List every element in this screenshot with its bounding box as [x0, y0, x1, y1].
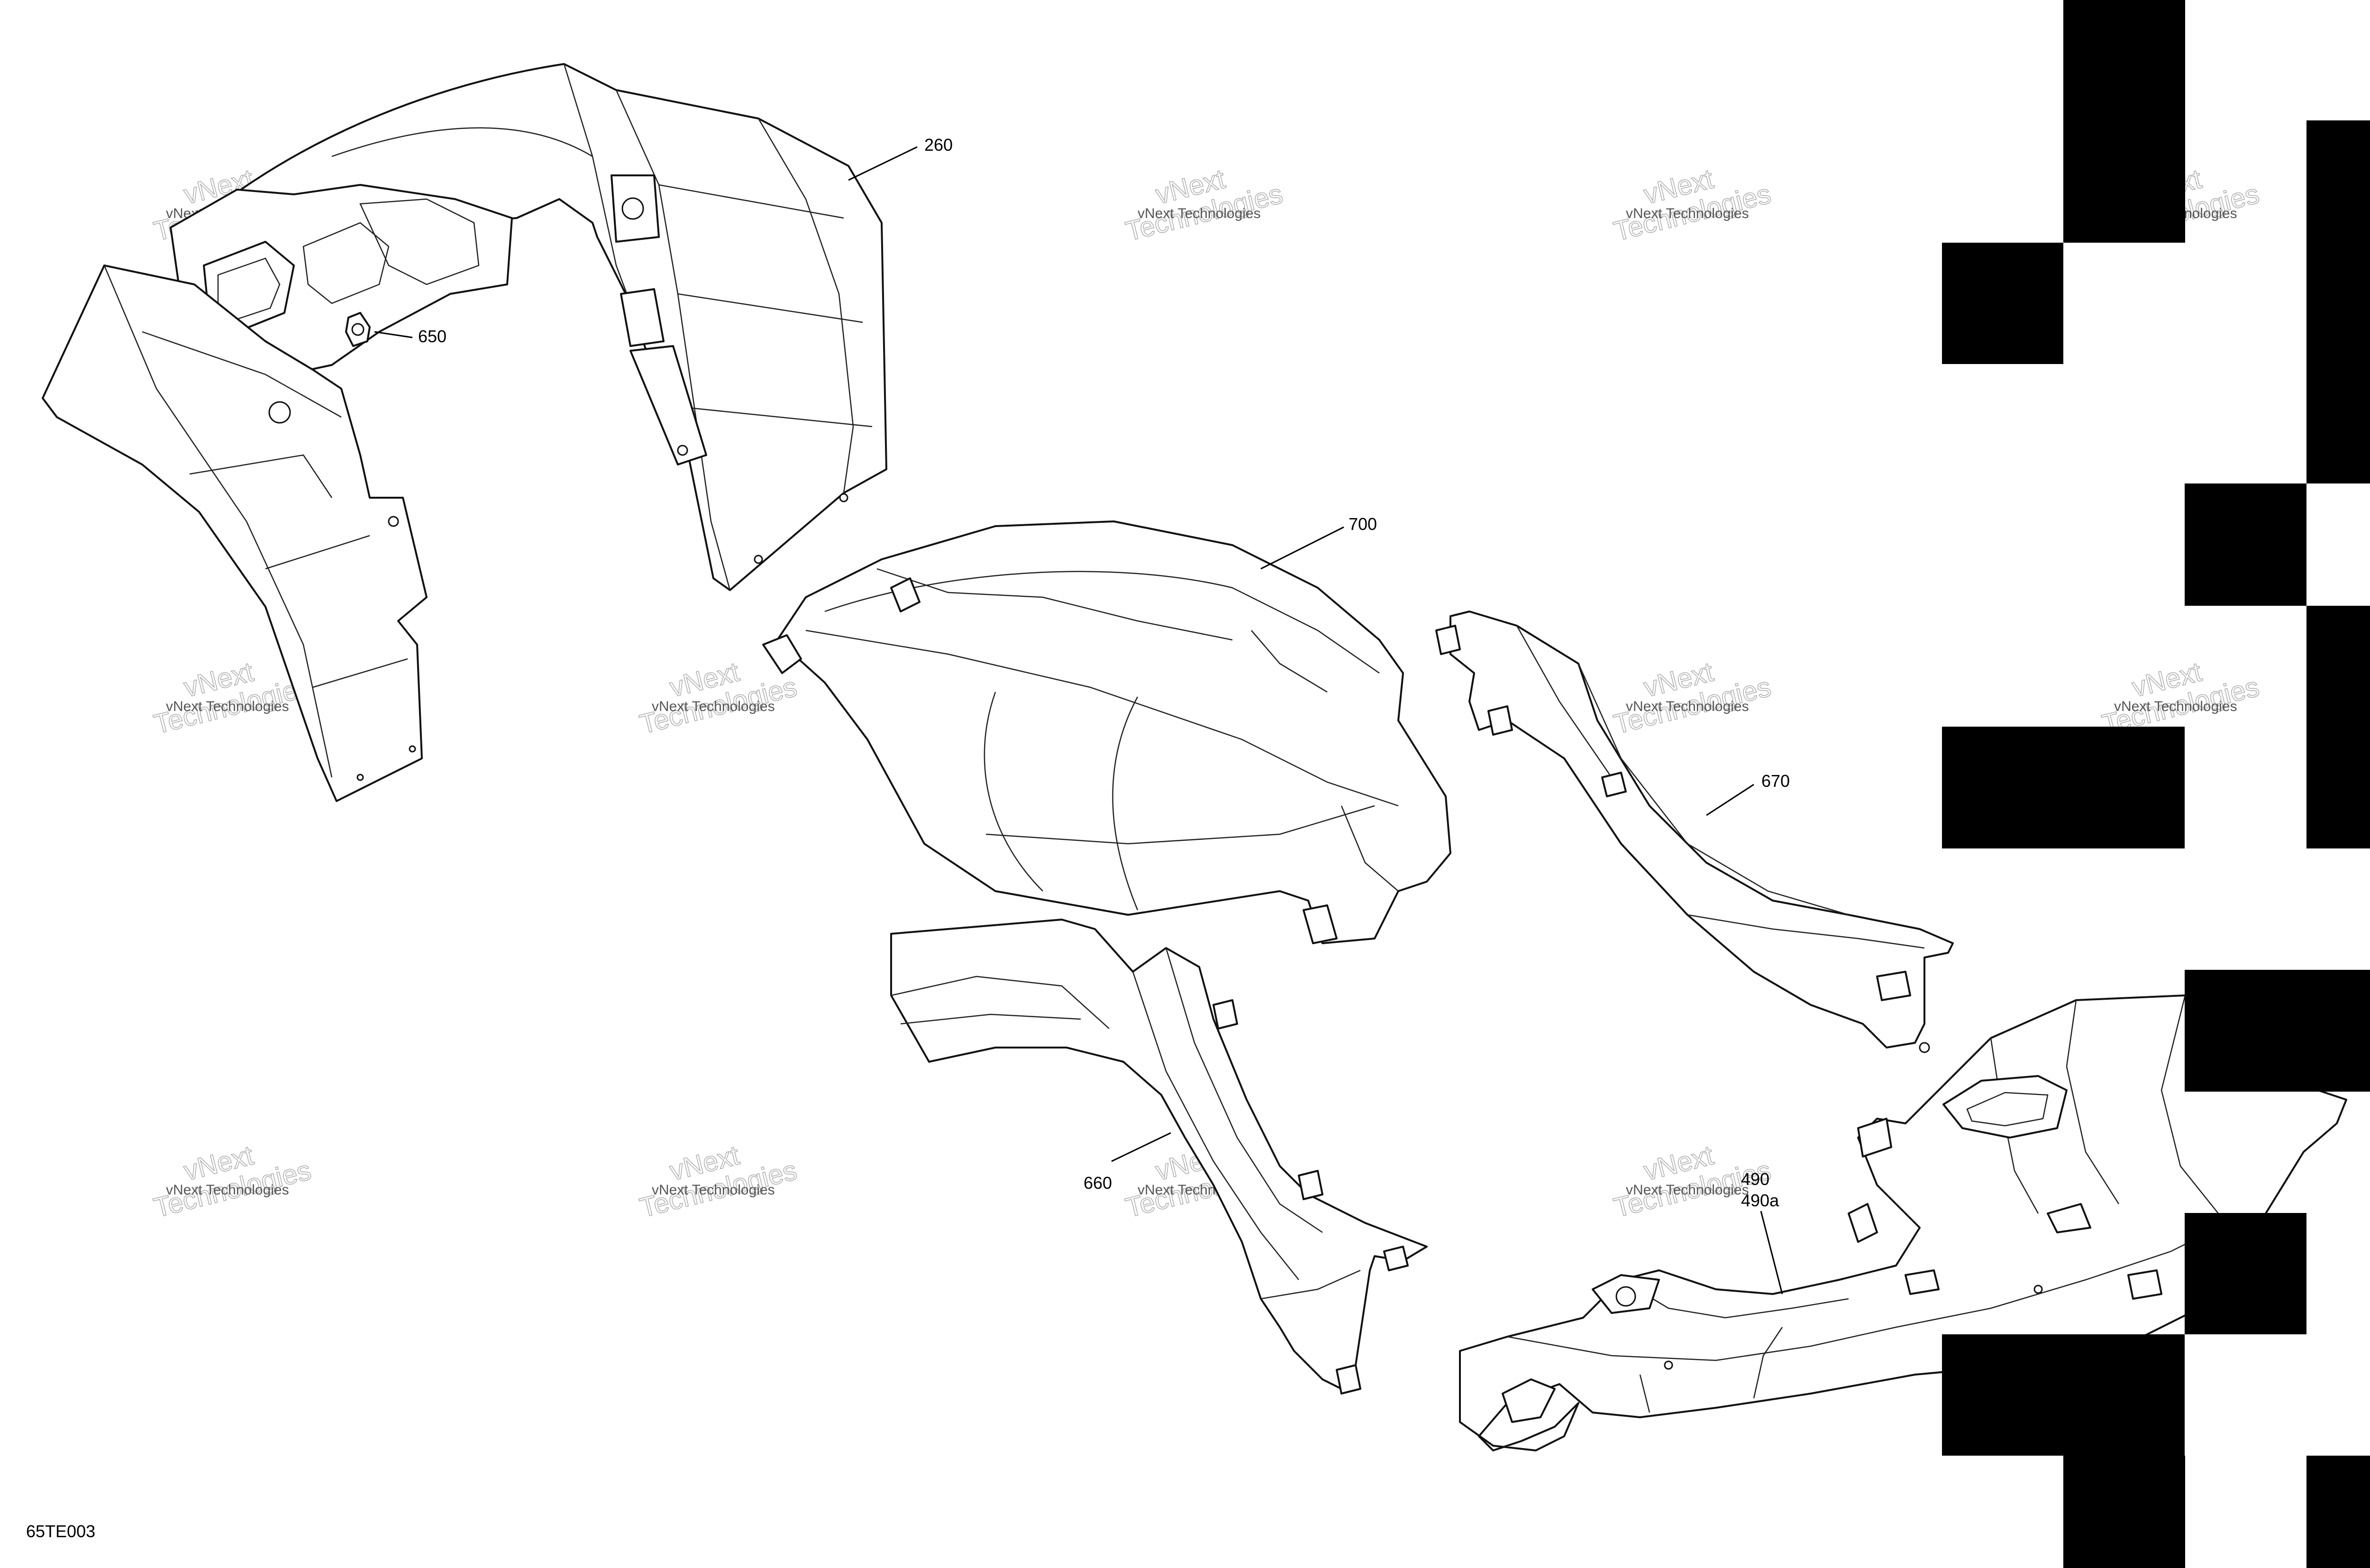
checker-block	[2306, 120, 2370, 483]
watermark: Technologies vNext vNext Technologies	[1122, 163, 1286, 247]
watermark: Technologies vNext vNext Technologies	[150, 1140, 314, 1224]
figure-reference: 65TE003	[26, 1522, 95, 1541]
watermark: Technologies vNext vNext Technologies	[1610, 656, 1774, 740]
watermark-text: vNext Technologies	[1626, 206, 1749, 221]
watermark-text: vNext Technologies	[1626, 699, 1749, 714]
watermark-text: vNext Technologies	[166, 1182, 289, 1198]
part-260-front-panel	[42, 63, 887, 802]
watermark: Technologies vNext vNext Technologies	[636, 1140, 800, 1224]
leader-260	[848, 146, 918, 181]
callout-670: 670	[1761, 771, 1790, 791]
part-660-lower-panel	[890, 919, 1428, 1395]
leader-650	[374, 331, 413, 338]
checker-block	[2063, 0, 2185, 243]
callout-490: 490	[1741, 1169, 1769, 1189]
checker-block	[1942, 243, 2063, 364]
watermark-text: vNext Technologies	[1138, 206, 1261, 221]
leader-670	[1706, 784, 1754, 816]
watermark-text: vNext Technologies	[1626, 1182, 1749, 1198]
callout-660: 660	[1084, 1173, 1112, 1193]
callout-700: 700	[1349, 514, 1377, 534]
watermark: Technologies vNext vNext Technologies	[1610, 163, 1774, 247]
checker-block	[2306, 1456, 2370, 1568]
leader-660	[1111, 1132, 1171, 1162]
checker-block	[1942, 1334, 2185, 1456]
watermark-text: vNext Technologies	[166, 699, 289, 714]
checker-block	[2185, 970, 2370, 1092]
part-670-side-panel	[1435, 611, 1954, 1053]
callout-650: 650	[418, 327, 447, 346]
checker-blocks	[1942, 0, 2370, 1568]
callouts: 260 650 700 670 660 490 490a	[418, 135, 1790, 1210]
checker-block	[2185, 483, 2306, 606]
callout-260: 260	[924, 135, 953, 155]
watermark-text: vNext Technologies	[652, 1182, 775, 1198]
leader-lines	[374, 146, 1783, 1295]
callout-490a: 490a	[1741, 1191, 1779, 1210]
checker-block	[2185, 1213, 2306, 1334]
checker-block	[1942, 727, 2185, 848]
watermark-text: vNext Technologies	[2114, 699, 2237, 714]
leader-700	[1260, 526, 1344, 570]
part-700-center-body	[762, 520, 1451, 944]
watermark-text: vNext Technologies	[652, 699, 775, 714]
checker-block	[2306, 606, 2370, 848]
checker-block	[2063, 1456, 2185, 1568]
leader-490	[1760, 1211, 1783, 1295]
